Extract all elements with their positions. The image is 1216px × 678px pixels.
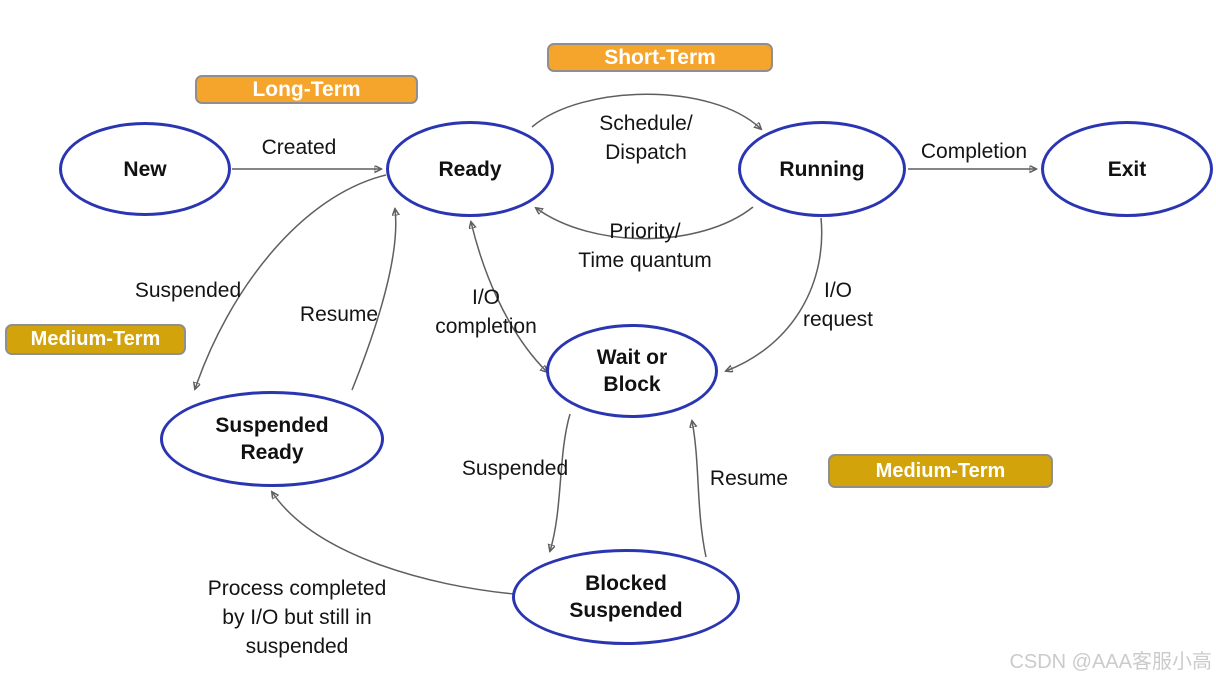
state-exit-label: Exit — [1107, 157, 1147, 181]
edge-label-created: Created — [261, 136, 337, 159]
state-new-label: New — [123, 157, 167, 181]
edge-schedule-dispatch-arrow — [531, 93, 761, 129]
edge-process-completed-arrow — [272, 492, 515, 595]
edge-label-schedule-dispatch: Schedule/ Dispatch — [599, 112, 693, 164]
badge-medium-term-left: Medium-Term — [5, 324, 186, 355]
edge-label-resume-right: Resume — [709, 467, 789, 490]
edge-priority-time-quantum-arrow — [536, 206, 754, 240]
badge-long-term: Long-Term — [195, 75, 418, 104]
state-blocked-suspended-label-line1: Blocked — [585, 572, 667, 595]
edge-label-io-request: I/O request — [802, 279, 874, 331]
state-blocked-suspended-label-line2: Suspended — [569, 599, 683, 622]
state-blocked-suspended: Blocked Suspended — [512, 549, 740, 645]
edge-label-priority-time-quantum: Priority/ Time quantum — [578, 220, 712, 272]
badge-short-term: Short-Term — [547, 43, 773, 72]
state-running: Running — [738, 121, 906, 217]
edge-label-suspended-middle: Suspended — [461, 457, 569, 480]
edge-label-completion: Completion — [920, 140, 1028, 163]
edge-suspended-to-blocked-suspended-arrow — [550, 413, 571, 551]
state-new: New — [59, 122, 231, 216]
badge-medium-term-right: Medium-Term — [828, 454, 1053, 488]
state-exit: Exit — [1041, 121, 1213, 217]
edge-resume-to-wait-or-block-arrow — [692, 421, 707, 558]
state-suspended-ready-label-line1: Suspended — [215, 414, 329, 437]
state-running-label: Running — [779, 157, 865, 181]
edge-io-request-arrow — [726, 217, 823, 371]
state-wait-or-block: Wait or Block — [546, 324, 718, 418]
edge-label-resume-left: Resume — [299, 303, 379, 326]
edge-label-process-completed: Process completed by I/O but still in su… — [207, 577, 387, 658]
state-wait-or-block-label-line2: Block — [603, 373, 661, 396]
state-ready: Ready — [386, 121, 554, 217]
edge-resume-to-ready-arrow — [351, 209, 396, 391]
state-wait-or-block-label-line1: Wait or — [596, 346, 668, 369]
state-suspended-ready: Suspended Ready — [160, 391, 384, 487]
edge-suspended-to-suspended-ready-arrow — [195, 174, 387, 389]
state-ready-label: Ready — [438, 157, 502, 181]
edge-label-suspended-left: Suspended — [134, 279, 242, 302]
edge-io-completion-arrow — [471, 222, 547, 372]
state-suspended-ready-label-line2: Ready — [240, 441, 304, 464]
edge-label-io-completion: I/O completion — [435, 286, 537, 338]
csdn-watermark: CSDN @AAA客服小高 — [1009, 651, 1212, 673]
